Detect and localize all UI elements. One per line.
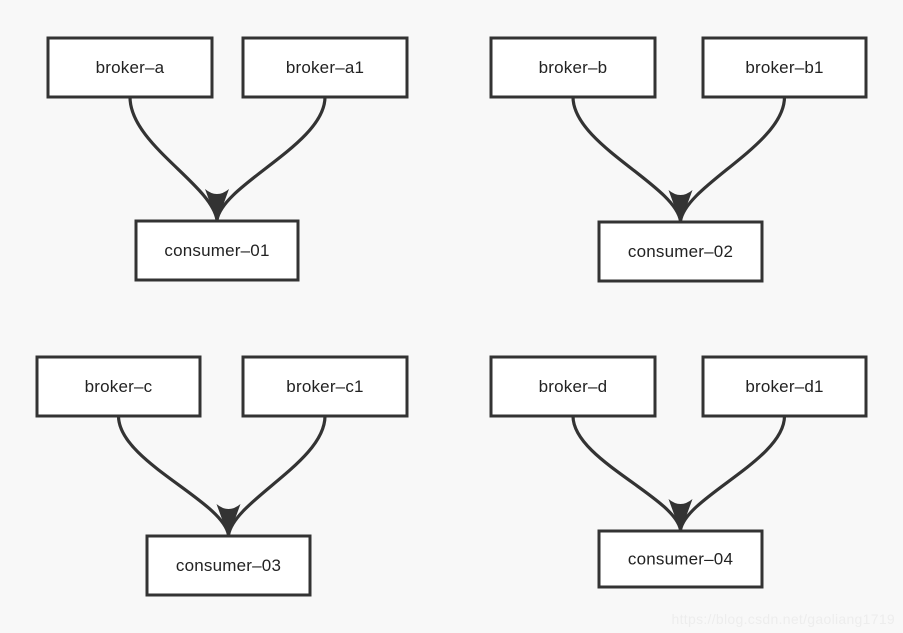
node-label: consumer–04 (628, 549, 733, 568)
node-label: broker–b1 (745, 58, 823, 77)
broker-box (46, 36, 214, 99)
node-broker-d1[interactable]: broker–d1 (701, 355, 868, 418)
node-consumer-04[interactable]: consumer–04 (597, 529, 764, 589)
node-consumer-01[interactable]: consumer–01 (134, 219, 300, 282)
node-broker-a1[interactable]: broker–a1 (241, 36, 409, 99)
consumer-box (134, 219, 300, 282)
node-label: broker–b (539, 58, 608, 77)
edge-broker-d1-to-consumer-04 (678, 415, 787, 531)
node-label: broker–d (539, 377, 608, 396)
broker-box (701, 36, 868, 99)
broker-box (489, 355, 657, 418)
edge-broker-a-to-consumer-01 (128, 96, 219, 221)
node-label: consumer–01 (164, 241, 269, 260)
broker-box (241, 355, 409, 418)
node-label: consumer–03 (176, 556, 281, 575)
edge-broker-c-to-consumer-03 (116, 415, 231, 536)
nodes-layer: broker–a broker–a1 consumer–01 broker–b brok… (35, 36, 868, 597)
edge-broker-d-to-consumer-04 (571, 415, 683, 531)
node-broker-a[interactable]: broker–a (46, 36, 214, 99)
node-label: consumer–02 (628, 242, 733, 261)
watermark-text: https://blog.csdn.net/gaoliang1719 (671, 611, 895, 627)
edge-broker-a1-to-consumer-01 (215, 96, 327, 221)
broker-box (241, 36, 409, 99)
node-label: broker–a (96, 58, 165, 77)
arrow-head-consumer-02 (668, 190, 693, 223)
edge-broker-b1-to-consumer-02 (678, 96, 787, 222)
node-label: broker–c (85, 377, 153, 396)
node-broker-d[interactable]: broker–d (489, 355, 657, 418)
node-consumer-02[interactable]: consumer–02 (597, 220, 764, 283)
edge-broker-b-to-consumer-02 (571, 96, 683, 222)
broker-box (35, 355, 202, 418)
node-label: broker–c1 (286, 377, 363, 396)
node-broker-b[interactable]: broker–b (489, 36, 657, 99)
broker-box (489, 36, 657, 99)
node-broker-c1[interactable]: broker–c1 (241, 355, 409, 418)
consumer-box (597, 529, 764, 589)
node-broker-b1[interactable]: broker–b1 (701, 36, 868, 99)
node-label: broker–a1 (286, 58, 364, 77)
edges-layer (116, 96, 787, 537)
consumer-box (145, 534, 312, 597)
node-consumer-03[interactable]: consumer–03 (145, 534, 312, 597)
consumer-box (597, 220, 764, 283)
arrow-head-consumer-04 (668, 499, 693, 532)
arrow-head-consumer-03 (216, 504, 241, 537)
node-broker-c[interactable]: broker–c (35, 355, 202, 418)
edge-broker-c1-to-consumer-03 (226, 415, 327, 536)
node-label: broker–d1 (745, 377, 823, 396)
broker-box (701, 355, 868, 418)
arrow-head-consumer-01 (205, 189, 229, 222)
